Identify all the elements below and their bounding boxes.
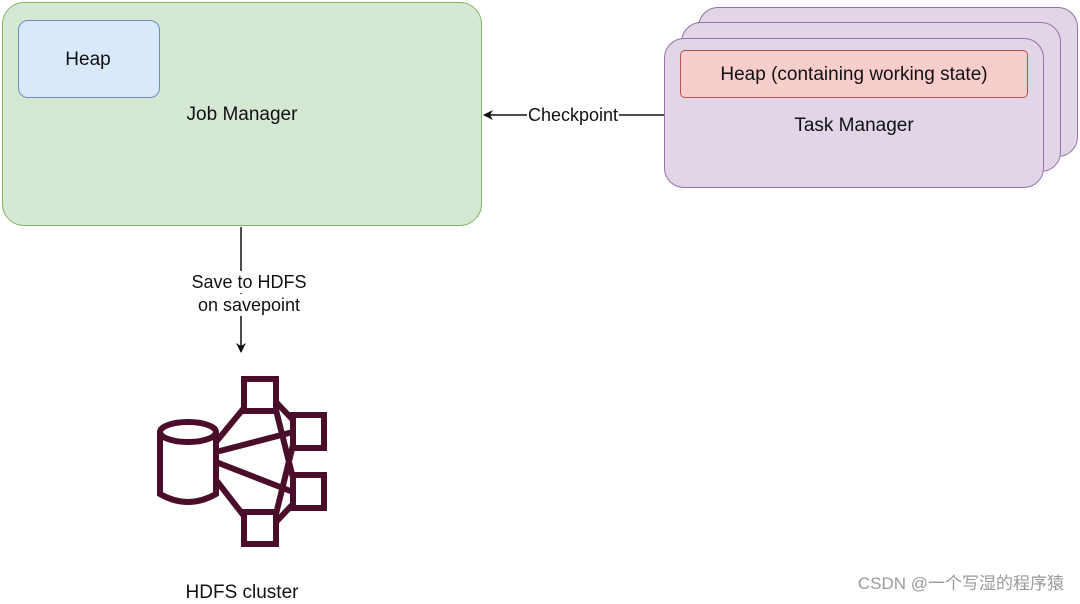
hdfs-cluster-icon xyxy=(157,376,327,547)
node-square-upper-right xyxy=(290,412,327,451)
job-manager-title: Job Manager xyxy=(186,104,298,125)
job-manager-heap-label: Heap xyxy=(65,49,111,70)
job-manager-heap-box[interactable] xyxy=(18,20,160,98)
node-square-lower-right xyxy=(290,472,327,511)
node-square-top xyxy=(241,376,279,414)
database-cylinder-top xyxy=(157,419,219,445)
task-manager-heap-label: Heap (containing working state) xyxy=(720,64,988,85)
task-manager-title: Task Manager xyxy=(794,115,914,136)
save-to-hdfs-label: Save to HDFS xyxy=(190,271,308,293)
checkpoint-label: Checkpoint xyxy=(526,104,620,126)
database-cylinder-icon xyxy=(157,432,219,505)
task-manager-heap-box[interactable] xyxy=(680,50,1028,98)
hdfs-cluster-label: HDFS cluster xyxy=(185,582,299,603)
node-square-bottom xyxy=(241,509,279,547)
on-savepoint-label: on savepoint xyxy=(196,294,302,316)
watermark-text: CSDN @一个写湿的程序猿 xyxy=(857,574,1064,593)
